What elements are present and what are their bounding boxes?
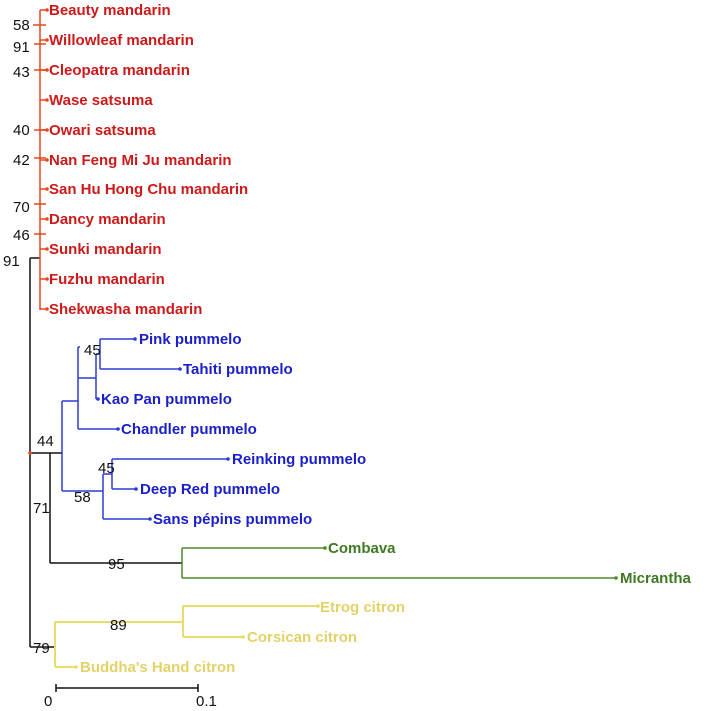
leaf-label: Etrog citron <box>320 599 405 616</box>
bootstrap-value: 70 <box>13 199 30 216</box>
mandarin-tips <box>45 8 49 311</box>
citron-labels: Etrog citron Corsican citron Buddha's Ha… <box>80 599 405 676</box>
bootstrap-value: 91 <box>13 39 30 56</box>
leaf-label: Sans pépins pummelo <box>153 511 312 528</box>
leaf-label: Willowleaf mandarin <box>49 32 194 49</box>
leaf-label: Pink pummelo <box>139 331 242 348</box>
leaf-label: Tahiti pummelo <box>183 361 293 378</box>
leaf-label: Nan Feng Mi Ju mandarin <box>49 152 232 169</box>
leaf-label: Micrantha <box>620 570 692 587</box>
leaf-label: San Hu Hong Chu mandarin <box>49 181 248 198</box>
mandarin-clade <box>33 9 47 310</box>
bootstrap-value: 40 <box>13 122 30 139</box>
leaf-label: Buddha's Hand citron <box>80 659 235 676</box>
bootstrap-value: 89 <box>110 617 127 634</box>
leaf-label: Owari satsuma <box>49 122 156 139</box>
leaf-label: Fuzhu mandarin <box>49 271 165 288</box>
bootstrap-value: 42 <box>13 152 30 169</box>
leaf-label: Sunki mandarin <box>49 241 162 258</box>
bootstrap-value: 44 <box>37 433 54 450</box>
pummelo-clade <box>61 338 228 520</box>
bootstrap-value: 79 <box>33 640 50 657</box>
leaf-label: Chandler pummelo <box>121 421 257 438</box>
leaf-label: Cleopatra mandarin <box>49 62 190 79</box>
bootstrap-value: 71 <box>33 500 50 517</box>
papeda-labels: Combava Micrantha <box>328 540 692 587</box>
scale-start-label: 0 <box>44 693 52 710</box>
papeda-tips <box>323 546 618 580</box>
citron-tips <box>74 604 320 669</box>
leaf-label: Reinking pummelo <box>232 451 366 468</box>
bootstrap-value: 58 <box>74 489 91 506</box>
scale-end-label: 0.1 <box>196 693 217 710</box>
scale-bar: 0 0.1 <box>44 684 217 710</box>
citron-clade <box>54 605 318 668</box>
leaf-label: Wase satsuma <box>49 92 153 109</box>
leaf-label: Corsican citron <box>247 629 357 646</box>
bootstrap-value: 91 <box>3 253 20 270</box>
bootstrap-value: 43 <box>13 64 30 81</box>
leaf-label: Dancy mandarin <box>49 211 166 228</box>
leaf-label: Deep Red pummelo <box>140 481 280 498</box>
leaf-label: Kao Pan pummelo <box>101 391 232 408</box>
leaf-label: Beauty mandarin <box>49 2 171 19</box>
bootstrap-value: 95 <box>108 556 125 573</box>
bootstrap-value: 46 <box>13 227 30 244</box>
bootstrap-value: 58 <box>13 17 30 34</box>
leaf-label: Combava <box>328 540 396 557</box>
bootstrap-value: 45 <box>98 460 115 477</box>
root-node <box>28 451 32 455</box>
pummelo-tips <box>96 337 230 521</box>
papeda-clade <box>181 547 616 579</box>
mandarin-labels: Beauty mandarin Willowleaf mandarin Cleo… <box>49 2 248 318</box>
bootstrap-value: 45 <box>84 342 101 359</box>
bootstrap-values: 58 91 43 40 42 70 46 91 45 44 45 58 71 9… <box>3 17 127 657</box>
leaf-label: Shekwasha mandarin <box>49 301 202 318</box>
pummelo-labels: Pink pummelo Tahiti pummelo Kao Pan pumm… <box>101 331 366 528</box>
